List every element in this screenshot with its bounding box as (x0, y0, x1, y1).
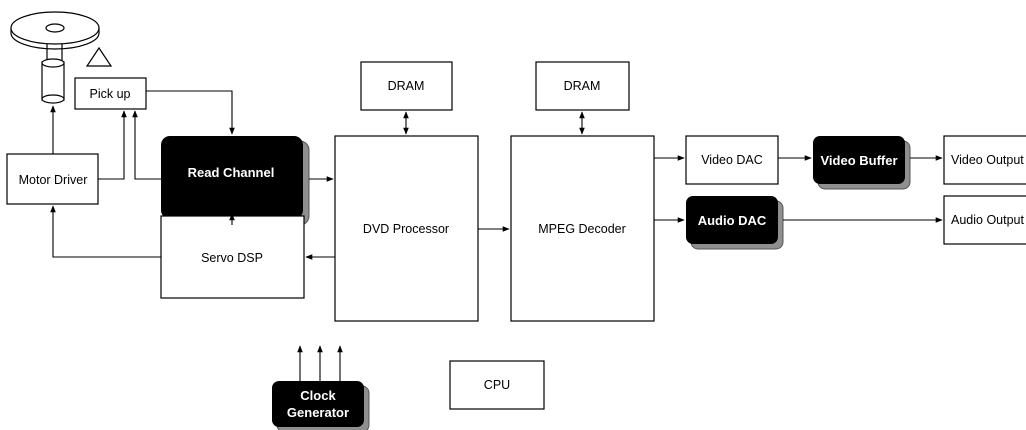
laser-triangle-icon (85, 46, 113, 67)
pickup-label: Pick up (90, 87, 131, 101)
video-dac-block: Video DAC (685, 135, 779, 185)
video-dac-label: Video DAC (701, 153, 763, 167)
audio-dac-label: Audio DAC (698, 213, 767, 228)
clock-generator-label-line1: Clock (300, 388, 336, 403)
servo-dsp-block: Servo DSP (160, 215, 305, 299)
dram-label-1: DRAM (388, 79, 425, 93)
clock-generator-block: Clock Generator (272, 381, 370, 430)
read-channel-label: Read Channel (188, 165, 275, 180)
motor-driver-block: Motor Driver (6, 153, 99, 205)
video-buffer-label: Video Buffer (820, 153, 897, 168)
video-buffer-block: Video Buffer (813, 136, 911, 190)
video-output-label: Video Output (951, 153, 1024, 167)
read-channel-block: Read Channel (161, 136, 310, 226)
dvd-processor-label: DVD Processor (363, 222, 449, 236)
pickup-block: Pick up (74, 77, 147, 110)
motor-driver-label: Motor Driver (19, 173, 88, 187)
dram-block-1: DRAM (360, 61, 453, 111)
audio-output-block: Audio Output (943, 195, 1026, 245)
servo-dsp-label: Servo DSP (201, 251, 263, 265)
cpu-block: CPU (449, 360, 545, 410)
motor-driver-to-pickup-arrow (98, 110, 127, 180)
dram-block-2: DRAM (535, 61, 630, 111)
cpu-label: CPU (484, 378, 510, 392)
dvd-processor-block: DVD Processor (334, 135, 479, 322)
audio-dac-block: Audio DAC (686, 196, 784, 250)
video-output-block: Video Output (943, 135, 1026, 185)
clock-generator-label-line2: Generator (287, 405, 349, 420)
pickup-to-read-channel-arrow (146, 90, 235, 135)
mpeg-decoder-block: MPEG Decoder (510, 135, 655, 322)
disc-icon (10, 11, 100, 50)
read-channel-to-pickup-arrow (132, 110, 161, 180)
servo-dsp-to-motor-driver-arrow (50, 205, 161, 258)
spindle-motor-icon (41, 44, 65, 104)
mpeg-decoder-label: MPEG Decoder (538, 222, 626, 236)
dram-label-2: DRAM (564, 79, 601, 93)
audio-output-label: Audio Output (951, 213, 1024, 227)
